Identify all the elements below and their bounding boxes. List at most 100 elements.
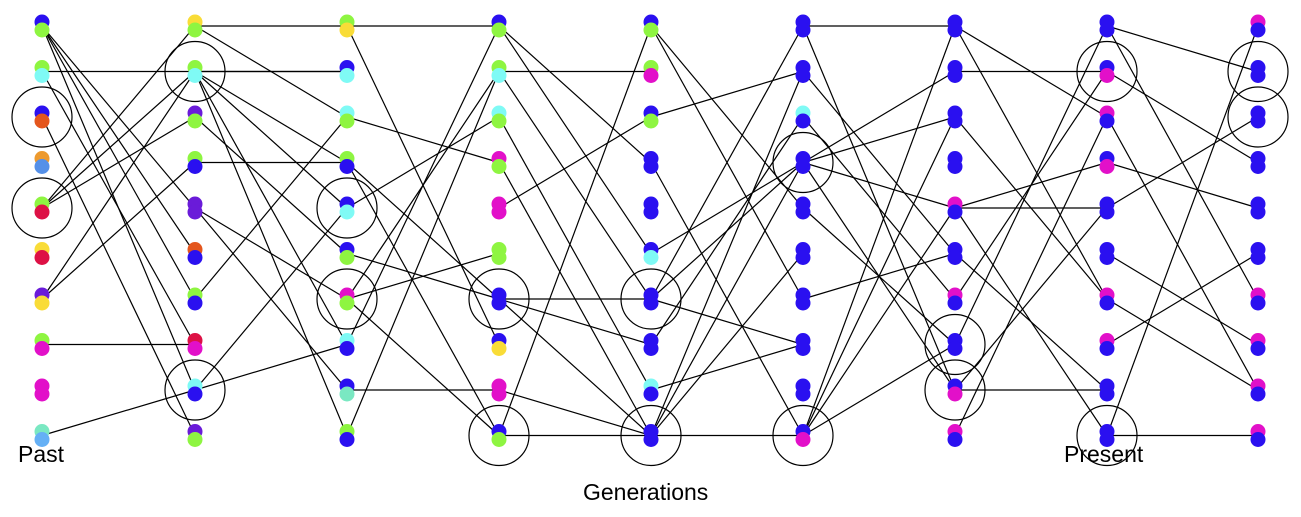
individual-node	[643, 196, 659, 220]
individual-node	[339, 14, 355, 38]
lineage-link	[41, 162, 196, 300]
allele-dot-lower	[1099, 68, 1115, 83]
individual-node	[947, 196, 963, 220]
allele-dot-lower	[1099, 159, 1115, 174]
lineage-link	[650, 116, 804, 345]
allele-dot-lower	[947, 432, 963, 447]
lineage-link	[954, 253, 1108, 391]
allele-dot-lower	[947, 341, 963, 356]
allele-dot-lower	[643, 386, 659, 402]
lineage-link	[41, 71, 196, 209]
individual-node	[1099, 287, 1115, 311]
individual-node	[491, 333, 507, 356]
individual-node	[1250, 196, 1266, 220]
highlight-ring	[468, 268, 530, 330]
individual-node	[947, 151, 963, 174]
lineage-link	[346, 298, 500, 436]
individual-node	[643, 378, 659, 402]
individual-node	[643, 424, 659, 447]
individual-node	[339, 424, 355, 447]
allele-dot-lower	[491, 159, 507, 174]
individual-node	[187, 105, 203, 129]
individual-node	[339, 378, 355, 402]
allele-dot-lower	[643, 113, 659, 129]
highlight-ring	[924, 359, 986, 421]
individual-node	[491, 196, 507, 220]
individual-node	[643, 151, 659, 174]
allele-dot-lower	[795, 432, 811, 447]
individual-node	[491, 424, 507, 447]
lineage-link	[41, 116, 196, 209]
allele-dot-lower	[795, 250, 811, 265]
individual-node	[491, 105, 507, 129]
highlight-ring	[1076, 404, 1138, 467]
individual-node	[187, 60, 203, 83]
individual-node	[34, 333, 50, 356]
present-label: Present	[1064, 441, 1144, 467]
lineage-link	[498, 116, 652, 391]
allele-dot-lower	[339, 22, 355, 38]
allele-dot-lower	[1099, 250, 1115, 265]
allele-dot-lower	[339, 250, 355, 265]
individual-node	[947, 333, 963, 356]
allele-dot-lower	[187, 341, 203, 356]
highlight-ring	[772, 131, 834, 194]
lineage-link	[1106, 25, 1259, 436]
individual-node	[339, 287, 355, 311]
individual-node	[339, 196, 355, 220]
lineage-link	[194, 116, 348, 300]
highlight-ring	[772, 404, 834, 467]
individual-node	[187, 196, 203, 220]
individual-node	[643, 14, 659, 38]
individual-node	[795, 196, 811, 220]
allele-dot-lower	[339, 341, 355, 356]
allele-dot-lower	[339, 386, 355, 402]
individual-node	[1099, 196, 1115, 220]
highlight-ring	[1227, 86, 1289, 148]
individual-node	[1099, 242, 1115, 265]
allele-dot-lower	[34, 204, 50, 220]
allele-dot-lower	[643, 204, 659, 220]
lineage-link	[802, 25, 956, 436]
allele-dot-lower	[795, 341, 811, 356]
individual-node	[1250, 287, 1266, 311]
lineage-link	[1106, 116, 1259, 209]
individual-node	[947, 60, 963, 83]
highlight-ring	[164, 40, 226, 103]
allele-dot-lower	[947, 295, 963, 311]
allele-dot-lower	[339, 68, 355, 83]
individual-node	[339, 333, 355, 356]
individual-node	[34, 378, 50, 402]
allele-dot-lower	[187, 22, 203, 38]
allele-dot-lower	[491, 113, 507, 129]
allele-dot-lower	[187, 68, 203, 83]
individual-node	[1099, 151, 1115, 174]
allele-dot-lower	[1250, 113, 1266, 129]
allele-dot-lower	[1099, 22, 1115, 38]
lineage-link	[498, 25, 652, 436]
individual-node	[795, 151, 811, 174]
allele-dot-lower	[1099, 113, 1115, 129]
individual-node	[1099, 14, 1115, 38]
individual-node	[339, 60, 355, 83]
allele-dot-lower	[1250, 386, 1266, 402]
individual-node	[34, 242, 50, 265]
allele-dot-lower	[947, 22, 963, 38]
individual-node	[1250, 378, 1266, 402]
lineage-link	[650, 25, 804, 209]
individual-node	[1250, 105, 1266, 129]
individual-node	[1250, 333, 1266, 356]
individual-node	[643, 105, 659, 129]
highlight-ring	[11, 177, 73, 239]
individual-node	[643, 333, 659, 356]
individual-node	[1099, 424, 1115, 447]
individual-node	[795, 378, 811, 402]
individual-node	[947, 242, 963, 265]
lineage-link	[802, 116, 956, 164]
lineage-link	[954, 207, 1108, 391]
highlight-ring	[620, 268, 682, 330]
individual-node	[643, 242, 659, 265]
allele-dot-lower	[339, 159, 355, 174]
highlight-ring	[1076, 40, 1138, 103]
allele-dot-lower	[34, 341, 50, 356]
